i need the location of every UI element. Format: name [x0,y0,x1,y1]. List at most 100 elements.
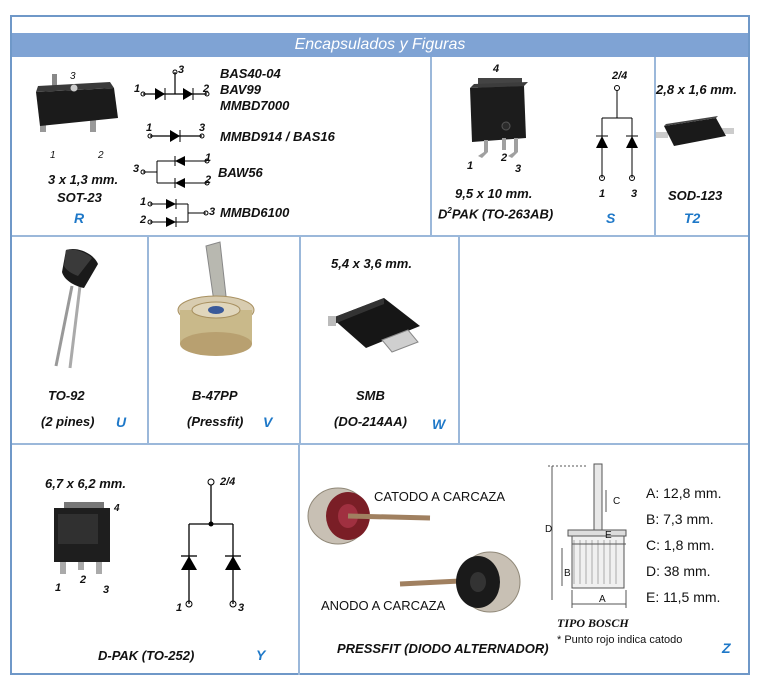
dpak-pin3: 3 [103,584,110,596]
dpak-pin2: 2 [80,574,87,586]
schematic-common-anode-diode [140,156,210,188]
to92-note: (2 pines) [41,414,95,429]
d2pak-dims: 9,5 x 10 mm. [455,186,533,201]
pressfit-anodo-illustration [399,551,521,613]
d2pak-pin1: 1 [467,160,474,172]
d2pak-package-name: D2PAK (TO-263AB) [438,206,554,222]
schematic4-pin3: 3 [209,206,216,218]
sot23-pin-label-1: 1 [50,150,56,161]
to92-package-illustration [54,248,98,369]
dpak-pin-top: 4 [114,503,120,514]
smb-package-name: SMB [356,388,385,403]
dpak-package-illustration [54,502,110,574]
schematic4-pin2: 2 [140,214,147,226]
letter-v: V [263,414,273,430]
pressfit-dimensions-list: A: 12,8 mm. B: 7,3 mm. C: 1,8 mm. D: 38 … [646,480,721,610]
schematic1-pin2: 2 [203,83,210,95]
schematic1-pin1: 1 [134,83,141,95]
dimension-letter-a: A [599,594,606,605]
schematic4-part-number: MMBD6100 [220,205,290,220]
smb-package-illustration [328,298,420,353]
schematic3-pin1: 1 [205,152,212,164]
to92-package-name: TO-92 [48,388,85,403]
sot23-package-name: SOT-23 [57,190,102,205]
pressfit-catodo-illustration [307,487,431,545]
sod123-package-name: SOD-123 [668,188,723,203]
dimension-a: A: 12,8 mm. [646,485,722,501]
s-schematic-pin1: 1 [599,188,606,200]
pressfit-note: * Punto rojo indica catodo [557,634,683,646]
sot23-dims: 3 x 1,3 mm. [48,172,119,187]
letter-u: U [116,414,127,430]
schematic2-pin1: 1 [146,122,153,134]
letter-t2: T2 [684,210,701,226]
divider-s-t2 [654,57,656,235]
sot23-pin2 [90,118,96,132]
d2pak-package-illustration [470,78,528,158]
b47pp-package-illustration [177,241,255,356]
s-dual-diode-schematic [596,85,638,181]
pressfit-anodo-label: ANODO A CARCAZA [321,598,446,613]
dimension-d: D: 38 mm. [646,563,711,579]
s-schematic-pin3: 3 [631,188,638,200]
sot23-body [36,88,118,126]
schematic1-part-numbers: BAS40-04 BAV99 MMBD7000 [220,66,290,113]
dimension-e: E: 11,5 mm. [646,589,721,605]
y-schematic-pin1: 1 [176,602,183,614]
divider-u-v [147,235,149,443]
d2pak-pin-top: 4 [493,63,500,75]
schematic-dual-series-diode [140,69,210,100]
sod123-dims: 2,8 x 1,6 mm. [656,82,737,97]
d2pak-pin2: 2 [501,152,508,164]
dimension-c: C: 1,8 mm. [646,537,715,553]
schematic4-pin1: 1 [140,196,147,208]
y-schematic-pin3: 3 [238,602,245,614]
dpak-dims: 6,7 x 6,2 mm. [45,476,126,491]
schematic2-part-numbers: MMBD914 / BAS16 [220,129,335,144]
dimension-letter-d: D [545,524,553,535]
title-band [12,33,748,57]
letter-w: W [432,416,446,432]
smb-note: (DO-214AA) [334,414,407,429]
letter-y: Y [256,647,266,663]
d2pak-body [470,86,526,142]
sot23-pin-label-2: 2 [98,150,104,161]
schematic3-part-number: BAW56 [218,165,263,180]
divider-r-s [430,57,432,235]
letter-s: S [606,210,616,226]
divider-v-w [299,235,301,443]
dpak-pin1: 1 [55,582,62,594]
dimension-letter-b: B [564,568,571,579]
row1-bottom-divider [12,235,748,237]
schematic-single-diode [147,130,205,142]
s-schematic-top-label: 2/4 [612,70,628,82]
dimension-letter-c: C [613,496,621,507]
b47pp-package-name: B-47PP [192,388,238,403]
title-bar: Encapsulados y Figuras [12,17,748,57]
smb-dims: 5,4 x 3,6 mm. [331,256,412,271]
pressfit-type: TIPO BOSCH [557,616,629,630]
b47pp-note: (Pressfit) [187,414,244,429]
sot23-package-illustration [36,74,118,132]
d2pak-pin3: 3 [515,163,522,175]
letter-z: Z [722,640,731,656]
schematic3-pin2: 2 [205,174,212,186]
sod123-package-illustration [656,116,734,146]
catalog-frame: Encapsulados y Figuras [10,15,750,675]
pressfit-caption: PRESSFIT (DIODO ALTERNADOR) [337,641,549,656]
pressfit-dimension-drawing [548,463,627,608]
dimension-letter-e: E [605,530,612,541]
page-title: Encapsulados y Figuras [294,36,466,53]
schematic2-pin3: 3 [199,122,206,134]
letter-r: R [74,210,85,226]
sot23-pin-label-3: 3 [70,71,76,82]
sot23-pin3 [52,74,57,88]
divider-w-empty [458,235,460,443]
y-schematic-top-label: 2/4 [220,476,236,488]
pressfit-catodo-label: CATODO A CARCAZA [374,489,505,504]
dpak-package-name: D-PAK (TO-252) [98,648,195,663]
schematic1-pin3: 3 [178,64,185,76]
row2-bottom-divider [12,443,748,445]
y-dual-diode-schematic [181,478,241,608]
dimension-b: B: 7,3 mm. [646,511,714,527]
